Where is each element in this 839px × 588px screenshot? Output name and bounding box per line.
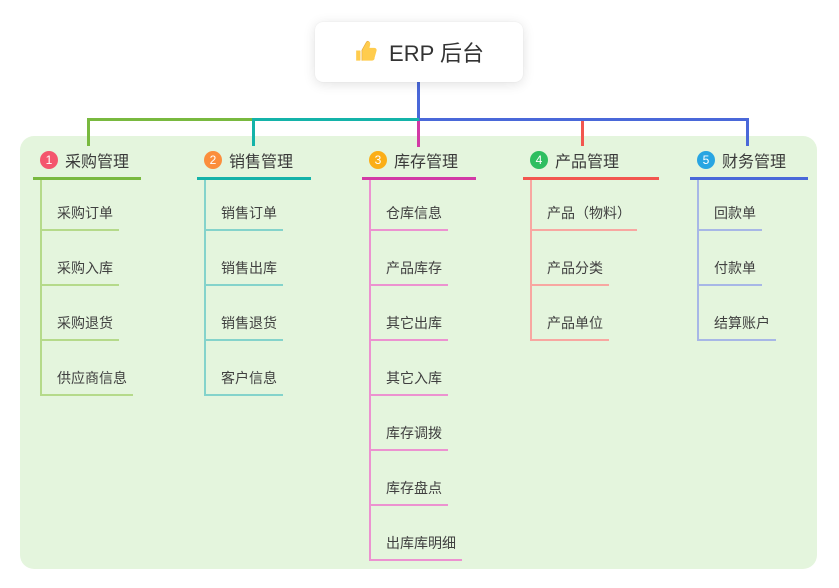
branch-node-5[interactable]: 5 财务管理 (690, 147, 808, 180)
child-node[interactable]: 回款单 (697, 203, 762, 231)
connector-drop-branch3 (417, 121, 420, 147)
branch-column-2: 2 销售管理 销售订单 销售出库 销售退货 客户信息 (197, 147, 311, 396)
connector-drop-branch2 (252, 118, 255, 146)
branch-4-children-connector (530, 180, 532, 341)
child-node[interactable]: 采购订单 (40, 203, 119, 231)
branch-1-label: 采购管理 (65, 154, 130, 171)
child-node[interactable]: 结算账户 (697, 313, 776, 341)
branch-1-number-badge: 1 (40, 151, 58, 169)
connector-horizontal-branch2 (255, 118, 419, 121)
child-node[interactable]: 采购退货 (40, 313, 119, 341)
child-node[interactable]: 销售出库 (204, 258, 283, 286)
branch-node-1[interactable]: 1 采购管理 (33, 147, 141, 180)
child-node[interactable]: 其它入库 (369, 368, 448, 396)
branch-column-5: 5 财务管理 回款单 付款单 结算账户 (690, 147, 808, 341)
child-node[interactable]: 产品（物料） (530, 203, 637, 231)
branch-1-children-connector (40, 180, 42, 396)
branch-column-4: 4 产品管理 产品（物料） 产品分类 产品单位 (523, 147, 659, 341)
connector-drop-branch4 (581, 121, 584, 146)
child-node[interactable]: 仓库信息 (369, 203, 448, 231)
connector-horizontal-right (419, 118, 749, 121)
branch-5-children-connector (697, 180, 699, 341)
branch-4-label: 产品管理 (555, 154, 620, 171)
branch-3-label: 库存管理 (394, 154, 459, 171)
branch-2-children-connector (204, 180, 206, 396)
thumbs-up-icon (354, 39, 380, 65)
branch-2-label: 销售管理 (229, 154, 294, 171)
child-node[interactable]: 产品分类 (530, 258, 609, 286)
branch-column-1: 1 采购管理 采购订单 采购入库 采购退货 供应商信息 (33, 147, 141, 396)
child-node[interactable]: 客户信息 (204, 368, 283, 396)
connector-horizontal-branch1 (87, 118, 255, 121)
branch-5-number-badge: 5 (697, 151, 715, 169)
mindmap-panel (20, 136, 817, 569)
connector-drop-branch5 (746, 118, 749, 146)
connector-drop-branch1 (87, 118, 90, 146)
branch-5-label: 财务管理 (722, 154, 787, 171)
branch-column-3: 3 库存管理 仓库信息 产品库存 其它出库 其它入库 库存调拨 库存盘点 出库库… (362, 147, 476, 561)
branch-2-number-badge: 2 (204, 151, 222, 169)
child-node[interactable]: 采购入库 (40, 258, 119, 286)
root-node[interactable]: ERP 后台 (315, 22, 523, 82)
child-node[interactable]: 销售订单 (204, 203, 283, 231)
connector-root-vertical (417, 82, 420, 119)
branch-4-number-badge: 4 (530, 151, 548, 169)
branch-node-4[interactable]: 4 产品管理 (523, 147, 659, 180)
branch-3-children-connector (369, 180, 371, 561)
branch-3-number-badge: 3 (369, 151, 387, 169)
branch-node-2[interactable]: 2 销售管理 (197, 147, 311, 180)
child-node[interactable]: 其它出库 (369, 313, 448, 341)
child-node[interactable]: 产品单位 (530, 313, 609, 341)
child-node[interactable]: 出库库明细 (369, 533, 462, 561)
child-node[interactable]: 产品库存 (369, 258, 448, 286)
child-node[interactable]: 库存盘点 (369, 478, 448, 506)
root-title: ERP 后台 (389, 41, 484, 66)
child-node[interactable]: 供应商信息 (40, 368, 133, 396)
child-node[interactable]: 库存调拨 (369, 423, 448, 451)
branch-node-3[interactable]: 3 库存管理 (362, 147, 476, 180)
child-node[interactable]: 付款单 (697, 258, 762, 286)
child-node[interactable]: 销售退货 (204, 313, 283, 341)
